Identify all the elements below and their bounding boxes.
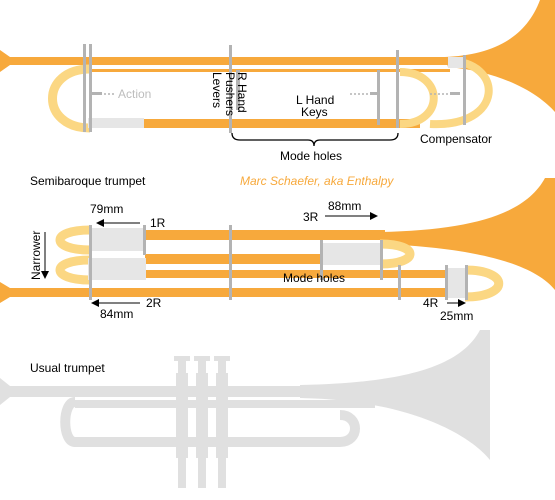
top-left-slide xyxy=(48,64,91,133)
label-keys: Keys xyxy=(301,105,328,119)
usual-title: Usual trumpet xyxy=(30,361,105,375)
top-sleeve-right xyxy=(448,57,466,68)
semibaroque-title: Semibaroque trumpet xyxy=(30,174,146,188)
label-l-hand: L Hand xyxy=(296,93,334,107)
top-inner-tube xyxy=(90,69,450,72)
label-3r: 3R xyxy=(303,210,319,224)
middle-bell xyxy=(380,178,555,290)
label-79mm: 79mm xyxy=(90,202,123,216)
top-right-slide-outer xyxy=(429,57,493,129)
label-levers: Levers xyxy=(210,72,224,108)
top-sleeve-left xyxy=(88,118,144,128)
label-pushers: Pushers xyxy=(223,72,237,116)
label-1r: 1R xyxy=(150,216,166,230)
top-leadpipe xyxy=(8,57,448,65)
label-mode-holes-middle: Mode holes xyxy=(283,271,345,285)
author-credit: Marc Schaefer, aka Enthalpy xyxy=(240,174,394,188)
label-25mm: 25mm xyxy=(440,309,473,323)
mode-holes-brace xyxy=(231,132,399,147)
top-bell xyxy=(445,0,555,112)
label-action: Action xyxy=(118,87,151,101)
label-88mm: 88mm xyxy=(328,199,361,213)
label-84mm: 84mm xyxy=(100,307,133,321)
label-compensator: Compensator xyxy=(420,132,492,146)
top-bottom-tube xyxy=(90,119,420,128)
label-narrower: Narrower xyxy=(29,231,43,280)
top-trumpet: Action R Hand Pushers Levers L Hand Keys… xyxy=(0,0,555,163)
semibaroque-trumpet: 79mm 1R 3R 88mm Narrower Mode holes 2R 8… xyxy=(0,178,555,323)
top-mouthpiece xyxy=(0,50,10,72)
label-r-hand: R Hand xyxy=(235,72,249,113)
label-4r: 4R xyxy=(423,296,439,310)
label-mode-holes-top: Mode holes xyxy=(280,149,342,163)
label-2r: 2R xyxy=(146,296,162,310)
usual-trumpet xyxy=(0,330,490,488)
top-right-slide-inner xyxy=(399,68,438,128)
